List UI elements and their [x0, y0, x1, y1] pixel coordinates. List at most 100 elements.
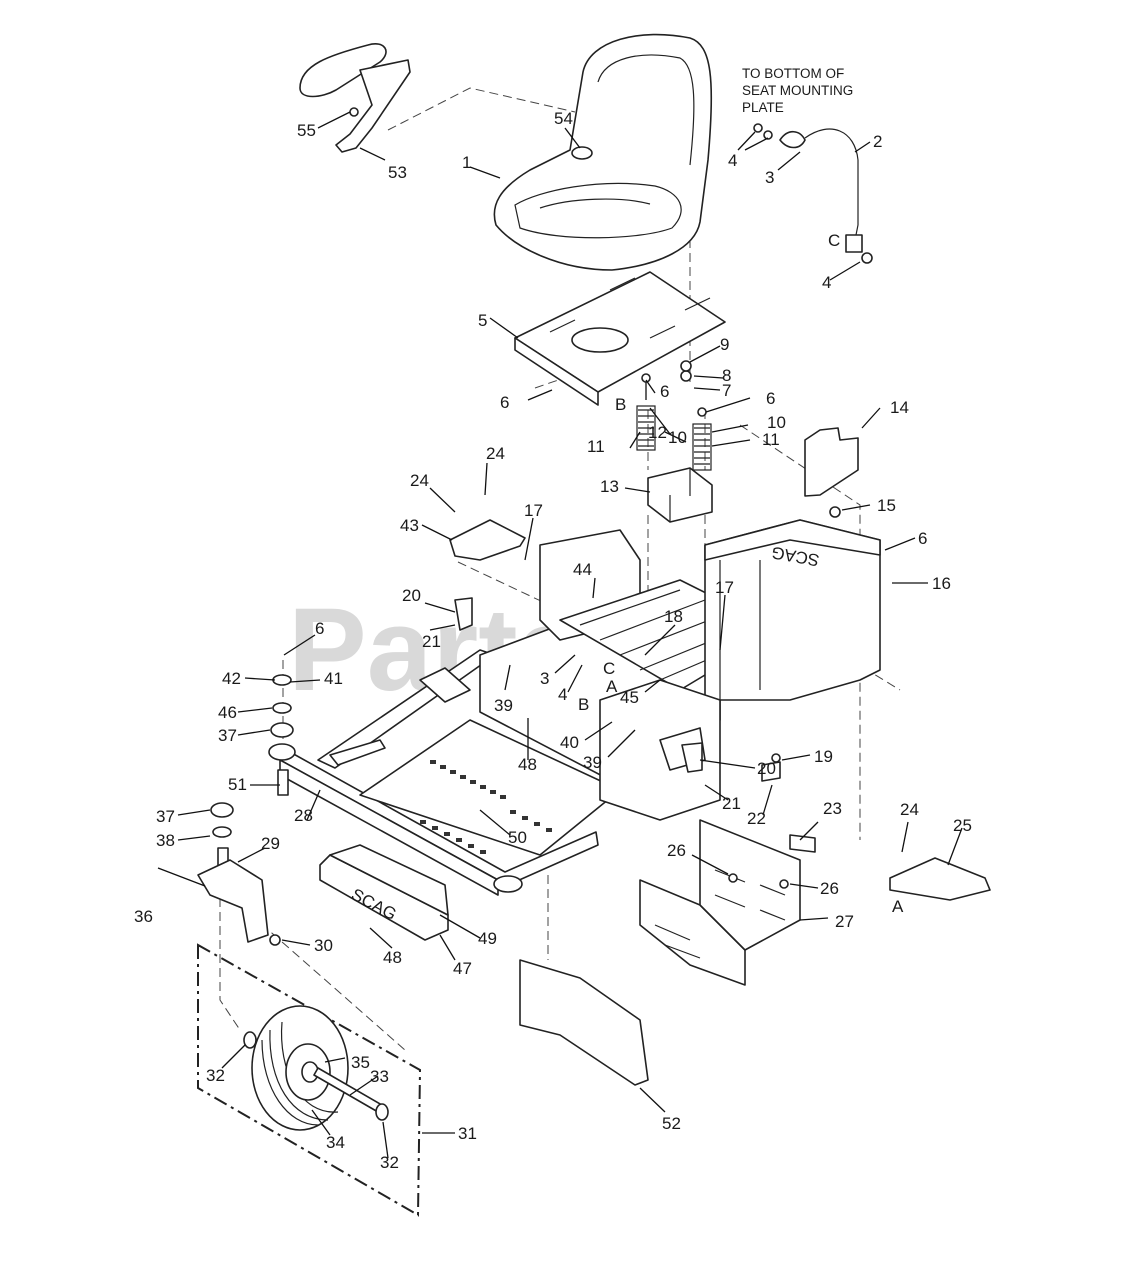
callout-50: 50 [508, 828, 527, 847]
callout-12: 12 [648, 423, 667, 442]
callout-41: 41 [324, 669, 343, 688]
callout-37: 37 [156, 807, 175, 826]
callout-17: 17 [524, 501, 543, 520]
callout-52: 52 [662, 1114, 681, 1133]
callout-20: 20 [757, 759, 776, 778]
callout-18: 18 [664, 607, 683, 626]
callout-54: 54 [554, 109, 573, 128]
spring-right [680, 360, 712, 471]
callout-8: 8 [722, 366, 731, 385]
callout-5: 5 [478, 311, 487, 330]
callout-16: 16 [932, 574, 951, 593]
callout-6: 6 [766, 389, 775, 408]
callout-4: 4 [822, 273, 831, 292]
reference-letter-c: C [828, 231, 840, 250]
callout-11: 11 [587, 437, 605, 456]
callout-44: 44 [573, 560, 592, 579]
callout-27: 27 [835, 912, 854, 931]
callout-28: 28 [294, 806, 313, 825]
seat-switch-harness [753, 123, 873, 264]
leader-lines [177, 111, 963, 1159]
callout-3: 3 [540, 669, 549, 688]
callout-40: 40 [560, 733, 579, 752]
note-line-2: SEAT MOUNTING [742, 83, 853, 98]
callout-26: 26 [667, 841, 686, 860]
caster-wheel-assembly [197, 943, 422, 1217]
small-brackets [761, 753, 816, 853]
callout-31: 31 [458, 1124, 477, 1143]
armrest-assembly [299, 43, 411, 153]
seat-mounting-plate [514, 271, 726, 406]
callout-38: 38 [156, 831, 175, 850]
callout-48: 48 [383, 948, 402, 967]
deflector-25 [889, 857, 991, 901]
spring-left [636, 373, 656, 451]
callout-11: 11 [762, 430, 780, 449]
callout-36: 36 [134, 907, 153, 926]
callout-23: 23 [823, 799, 842, 818]
callout-10: 10 [767, 413, 786, 432]
callout-51: 51 [228, 775, 247, 794]
callout-14: 14 [890, 398, 909, 417]
chassis-frame: SCAG [268, 519, 881, 896]
callout-43: 43 [400, 516, 419, 535]
note-line-1: TO BOTTOM OF [742, 66, 844, 81]
callout-45: 45 [620, 688, 639, 707]
reference-letter-c: C [603, 659, 615, 678]
note-line-3: PLATE [742, 100, 784, 115]
callout-6: 6 [315, 619, 324, 638]
callout-20: 20 [402, 586, 421, 605]
callout-2: 2 [873, 132, 882, 151]
callout-1: 1 [462, 153, 471, 172]
callout-32: 32 [380, 1153, 399, 1172]
callout-39: 39 [583, 753, 602, 772]
seat-mounting-note: TO BOTTOM OF SEAT MOUNTING PLATE [742, 66, 853, 115]
front-nose-plate: SCAG [319, 844, 449, 941]
callout-48: 48 [518, 755, 537, 774]
callout-24: 24 [410, 471, 429, 490]
callout-47: 47 [453, 959, 472, 978]
reference-letter-b: B [615, 395, 626, 414]
callout-35: 35 [351, 1053, 370, 1072]
callout-21: 21 [722, 794, 741, 813]
rear-panel [519, 959, 649, 1086]
spring-bracket [647, 467, 713, 523]
callout-30: 30 [314, 936, 333, 955]
callout-39: 39 [494, 696, 513, 715]
callout-15: 15 [877, 496, 896, 515]
callout-4: 4 [728, 151, 737, 170]
callout-24: 24 [486, 444, 505, 463]
reference-letter-a: A [892, 897, 904, 916]
callout-37: 37 [218, 726, 237, 745]
callout-24: 24 [900, 800, 919, 819]
floor-grate [420, 760, 552, 854]
reference-letter-b: B [578, 695, 589, 714]
callout-6: 6 [500, 393, 509, 412]
callout-4: 4 [558, 685, 567, 704]
callout-53: 53 [388, 163, 407, 182]
callout-26: 26 [820, 879, 839, 898]
caster-wheel [251, 1005, 349, 1131]
callout-33: 33 [370, 1067, 389, 1086]
callout-3: 3 [765, 168, 774, 187]
side-brackets [449, 519, 703, 773]
callout-49: 49 [478, 929, 497, 948]
callout-6: 6 [918, 529, 927, 548]
callout-13: 13 [600, 477, 619, 496]
callout-46: 46 [218, 703, 237, 722]
callout-34: 34 [326, 1133, 345, 1152]
callout-19: 19 [814, 747, 833, 766]
seat-springs [636, 360, 712, 471]
hood-bracket [804, 427, 859, 518]
callout-32: 32 [206, 1066, 225, 1085]
battery-tray [639, 819, 801, 986]
callout-25: 25 [953, 816, 972, 835]
callout-42: 42 [222, 669, 241, 688]
callout-55: 55 [297, 121, 316, 140]
seat [493, 33, 713, 271]
callout-21: 21 [422, 632, 441, 651]
callout-6: 6 [660, 382, 669, 401]
